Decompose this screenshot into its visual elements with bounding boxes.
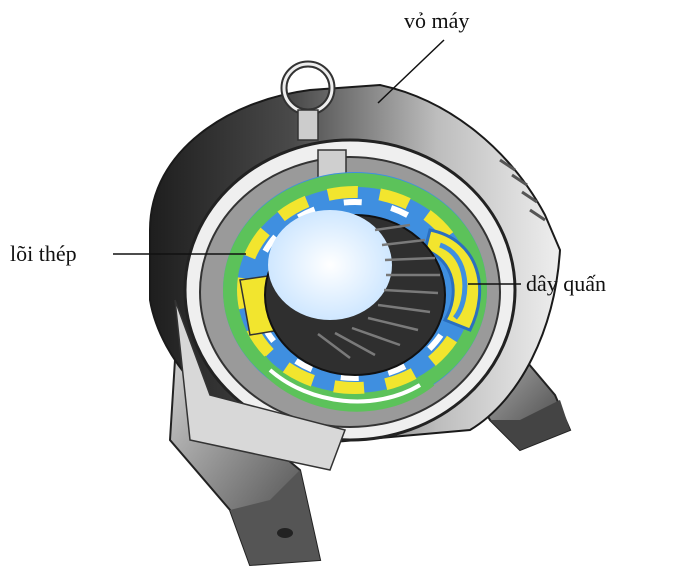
label-winding: dây quấn: [526, 273, 606, 295]
label-housing: vỏ máy: [404, 10, 469, 32]
label-steel-core: lõi thép: [10, 243, 77, 265]
